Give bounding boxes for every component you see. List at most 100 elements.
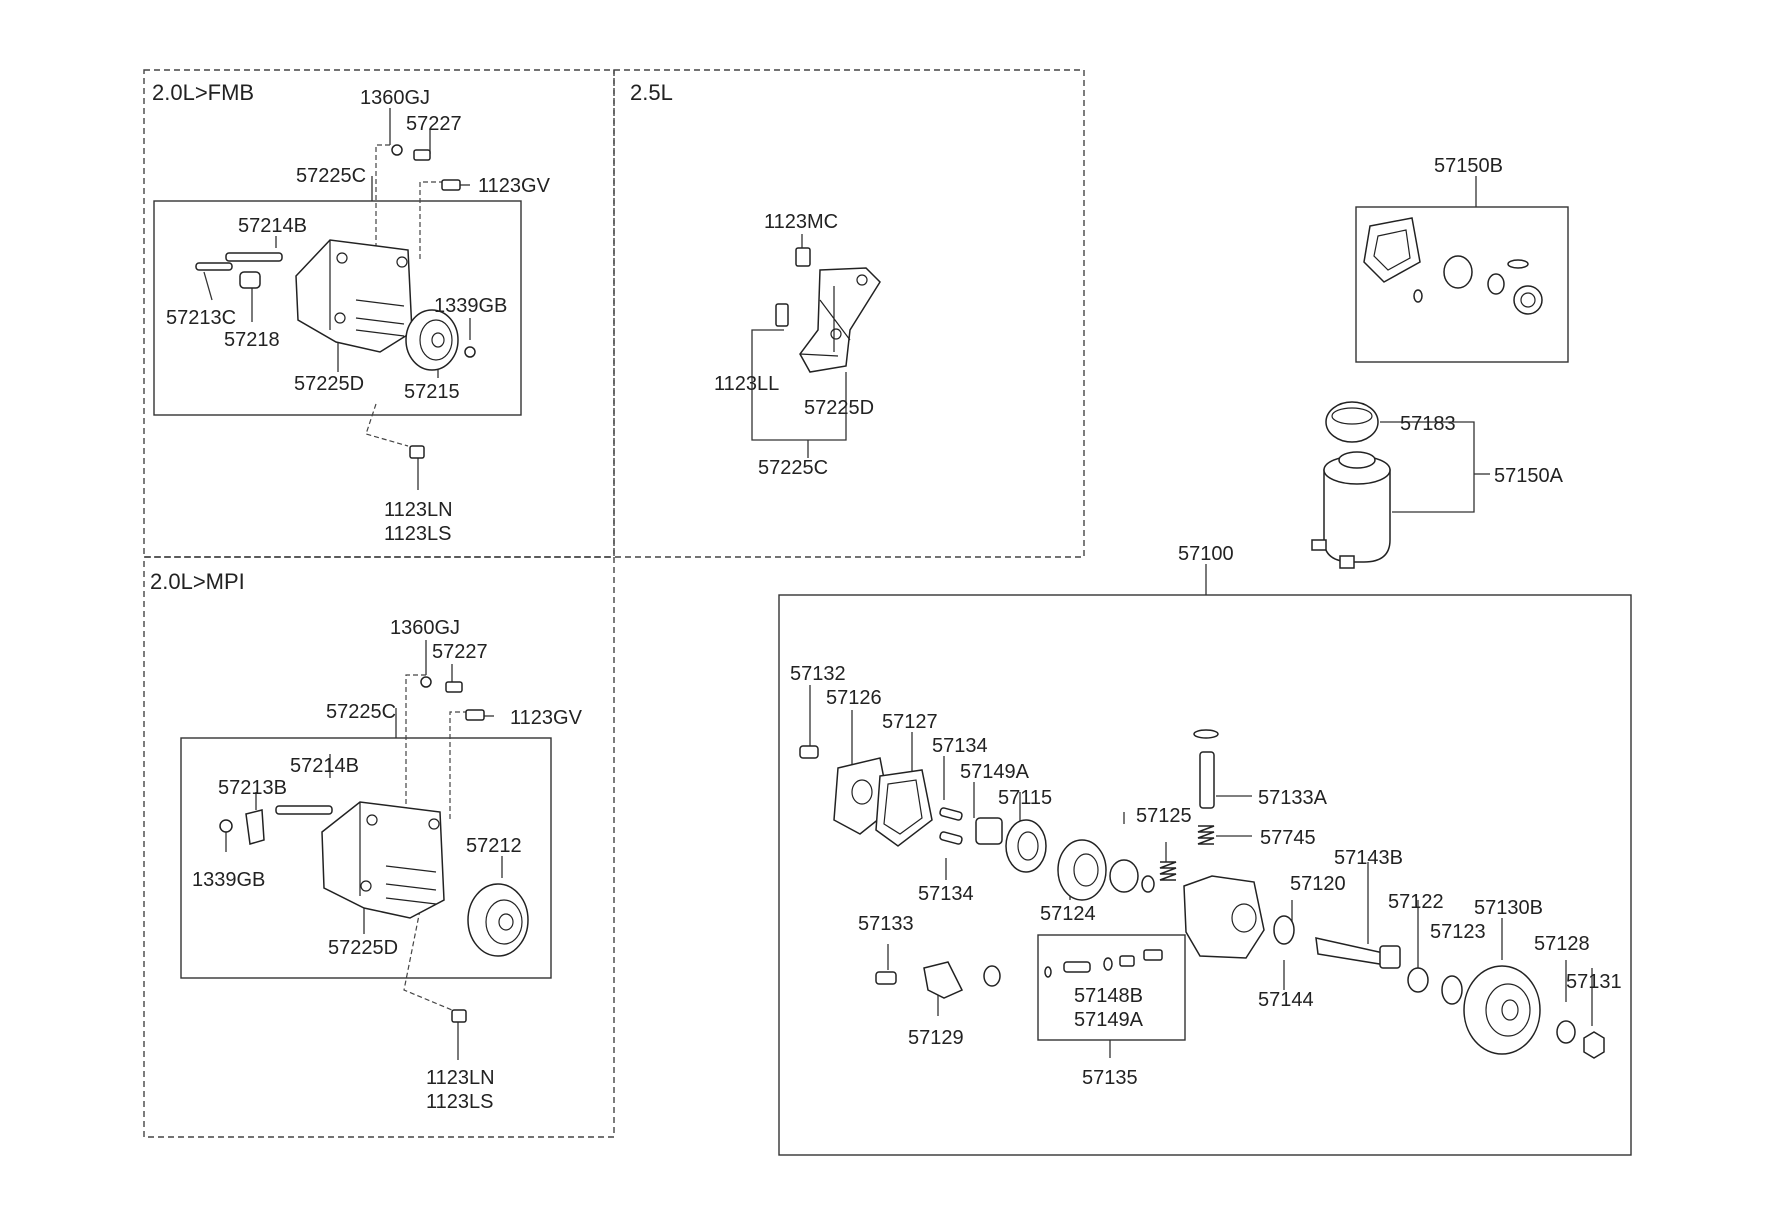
pump-label-57745: 57745 <box>1260 827 1316 849</box>
bolt-1123ll-icon <box>775 303 789 327</box>
mpi-label-57212: 57212 <box>466 835 522 857</box>
mpi-label-57214b: 57214B <box>290 755 359 777</box>
l25-label-57225d: 57225D <box>804 397 874 419</box>
oring-57125-icon <box>1109 859 1139 893</box>
nut-1339gb-icon <box>219 819 233 833</box>
fmb-label-1339gb: 1339GB <box>434 295 507 317</box>
section-frames <box>143 69 1085 1138</box>
pump-box <box>778 594 1632 1156</box>
bolt-57133-icon <box>875 971 897 985</box>
fmb-label-57213c: 57213C <box>166 307 236 329</box>
pump-label-57120: 57120 <box>1290 873 1346 895</box>
nut-57131-icon <box>1583 1031 1605 1059</box>
fmb-label-1360gj: 1360GJ <box>360 87 430 109</box>
bolt-1123mc-icon <box>795 247 811 267</box>
sleeve-57149a-icon <box>975 817 1003 845</box>
res-label-57150b: 57150B <box>1434 155 1503 177</box>
fmb-label-57225d: 57225D <box>294 373 364 395</box>
mpi-label-1123gv: 1123GV <box>510 707 583 729</box>
pump-label-57148b: 57148B <box>1074 985 1143 1007</box>
pump-label-57134a: 57134 <box>932 735 988 757</box>
mpi-label-57227: 57227 <box>432 641 488 663</box>
pump-label-57129: 57129 <box>908 1027 964 1049</box>
reservoir-cap-icon <box>1325 401 1379 443</box>
pump-label-57115: 57115 <box>998 787 1052 809</box>
oring-large-icon <box>1443 255 1473 289</box>
pump-label-57135: 57135 <box>1082 1067 1138 1089</box>
mpi-bracket-box <box>180 737 552 979</box>
mpi-label-1339gb: 1339GB <box>192 869 265 891</box>
valve-plug-icon <box>1143 949 1163 961</box>
mpi-label-1123ls: 1123LS <box>426 1091 493 1113</box>
oring-flat-icon <box>1507 259 1529 269</box>
oring-top-icon <box>1193 729 1219 739</box>
l25-assembly <box>751 234 881 458</box>
l25-label-1123mc: 1123MC <box>764 211 838 233</box>
nut-1360gj-icon <box>391 144 403 156</box>
mpi-label-57213b: 57213B <box>218 777 287 799</box>
fmb-bracket-box <box>153 200 522 416</box>
res-label-57150a: 57150A <box>1494 465 1564 487</box>
pump-label-57132: 57132 <box>790 663 846 685</box>
fmb-label-1123ln: 1123LN <box>384 499 453 521</box>
spring-57745-icon <box>1159 861 1177 881</box>
pump-label-57144: 57144 <box>1258 989 1314 1011</box>
fmb-label-57214b: 57214B <box>238 215 307 237</box>
bushing-icon <box>1513 285 1543 315</box>
mpi-label-1360gj: 1360GJ <box>390 617 460 639</box>
oring-valve-icon <box>1044 966 1052 978</box>
washer-57128-icon <box>1556 1020 1576 1044</box>
pin-57134a-icon <box>939 807 963 821</box>
fmb-label-57227: 57227 <box>406 113 462 135</box>
pump-label-57126: 57126 <box>826 687 882 709</box>
pump-label-57134b: 57134 <box>918 883 974 905</box>
bolt-57227-icon <box>413 149 431 161</box>
cover-57126-icon <box>833 757 891 835</box>
pump-body-icon <box>1183 875 1265 959</box>
bolt-57227-icon <box>445 681 463 693</box>
mpi-label-57225c: 57225C <box>326 701 396 723</box>
fmb-assembly <box>153 108 522 490</box>
mpi-label-57225d: 57225D <box>328 937 398 959</box>
fmb-label-1123ls: 1123LS <box>384 523 451 545</box>
mpi-label-1123ln: 1123LN <box>426 1067 495 1089</box>
pump-label-57127: 57127 <box>882 711 938 733</box>
bolt-57214b-icon <box>275 805 333 815</box>
pump-label-57149a-2: 57149A <box>1074 1009 1144 1031</box>
l25-label-57225c: 57225C <box>758 457 828 479</box>
fitting-57129-icon <box>923 961 964 999</box>
pump-label-57133: 57133 <box>858 913 914 935</box>
oring-fitting-icon <box>983 965 1001 987</box>
valve-57133a-icon <box>1199 751 1215 809</box>
pin-57134b-icon <box>939 831 963 845</box>
valve-kit-box <box>1037 934 1186 1041</box>
pump-label-57133a: 57133A <box>1258 787 1328 809</box>
pump-assembly <box>778 564 1632 1156</box>
section-title-fmb: 2.0L>FMB <box>152 80 254 105</box>
bolt-1123gv-icon <box>465 709 485 721</box>
reservoir-assembly <box>1311 176 1569 569</box>
pump-label-57143b: 57143B <box>1334 847 1403 869</box>
bracket-57225c-icon <box>321 801 445 919</box>
pump-label-57123: 57123 <box>1430 921 1486 943</box>
ring-57123-icon <box>1441 975 1463 1005</box>
pump-label-57149a: 57149A <box>960 761 1030 783</box>
bracket-57225d-icon <box>799 267 881 373</box>
pump-label-57130b: 57130B <box>1474 897 1543 919</box>
pump-label-57125: 57125 <box>1136 805 1192 827</box>
pulley-57212-icon <box>467 883 529 957</box>
fmb-label-1123gv: 1123GV <box>478 175 551 197</box>
fmb-label-57218: 57218 <box>224 329 280 351</box>
seal-57144-icon <box>1273 915 1295 945</box>
rotor-57115-icon <box>1005 819 1047 873</box>
valve-spring-icon <box>1119 955 1135 967</box>
section-title-mpi: 2.0L>MPI <box>150 569 245 594</box>
fmb-label-57225c: 57225C <box>296 165 366 187</box>
l25-label-1123ll: 1123LL <box>714 373 779 395</box>
section-title-2-5l: 2.5L <box>630 80 673 105</box>
bracket-57213b-icon <box>245 809 265 845</box>
oring-small-icon <box>1413 289 1423 303</box>
oring-mid-icon <box>1487 273 1505 295</box>
bolt-1123ln-icon <box>409 445 425 459</box>
